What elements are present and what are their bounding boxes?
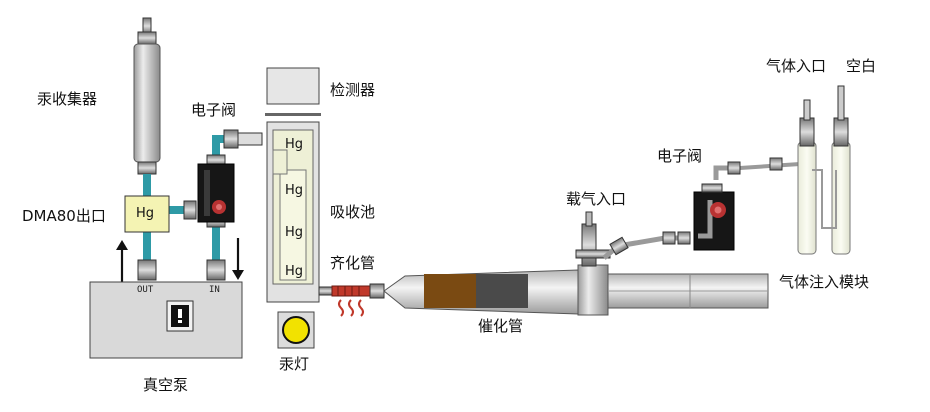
catalyst-tube-label: 催化管: [478, 317, 524, 335]
gas-injection-module-label: 气体注入模块: [779, 273, 870, 291]
mercury-collector-label: 汞收集器: [37, 90, 98, 108]
gas-injection-module: [607, 273, 769, 309]
vacuum-pump-label: 真空泵: [143, 376, 189, 394]
cell-hg-1: Hg: [285, 137, 304, 152]
cell-hg-2: Hg: [285, 183, 304, 198]
dma80-hg-text: Hg: [136, 206, 155, 221]
detector-label: 检测器: [330, 81, 376, 99]
teal-pipes: [143, 135, 232, 265]
carrier-gas-inlet-label: 载气入口: [566, 190, 627, 208]
pipe-fittings: [137, 129, 263, 281]
dma80-outlet-label: DMA80出口: [22, 207, 106, 225]
amalgamation-tube: [331, 283, 385, 317]
detector: [265, 67, 321, 116]
dma80-hg-box: [124, 195, 170, 233]
catalyst-tube: [383, 211, 611, 316]
absorption-cell: [266, 121, 334, 303]
cell-hg-3: Hg: [285, 225, 304, 240]
right-tubing: [602, 157, 801, 260]
flow-arrows: [116, 238, 244, 283]
right-valve: [693, 183, 735, 251]
blank-label: 空白: [846, 57, 877, 75]
gas-inlet-label: 气体入口: [766, 57, 827, 75]
heat-waves-icon: [338, 299, 364, 317]
gas-inlet-vessels: [797, 85, 851, 255]
mercury-collector: [133, 17, 161, 196]
left-valve-label: 电子阀: [191, 101, 237, 119]
cell-hg-4: Hg: [285, 264, 304, 279]
left-valve: [197, 163, 235, 223]
pump-out-label: OUT: [137, 285, 154, 295]
vacuum-pump: [89, 281, 243, 359]
amalgamation-tube-label: 齐化管: [330, 254, 376, 272]
pump-in-label: IN: [209, 285, 220, 295]
mercury-lamp: [277, 311, 315, 349]
right-valve-label: 电子阀: [657, 147, 703, 165]
absorption-cell-label: 吸收池: [330, 203, 376, 221]
mercury-lamp-label: 汞灯: [279, 355, 310, 373]
